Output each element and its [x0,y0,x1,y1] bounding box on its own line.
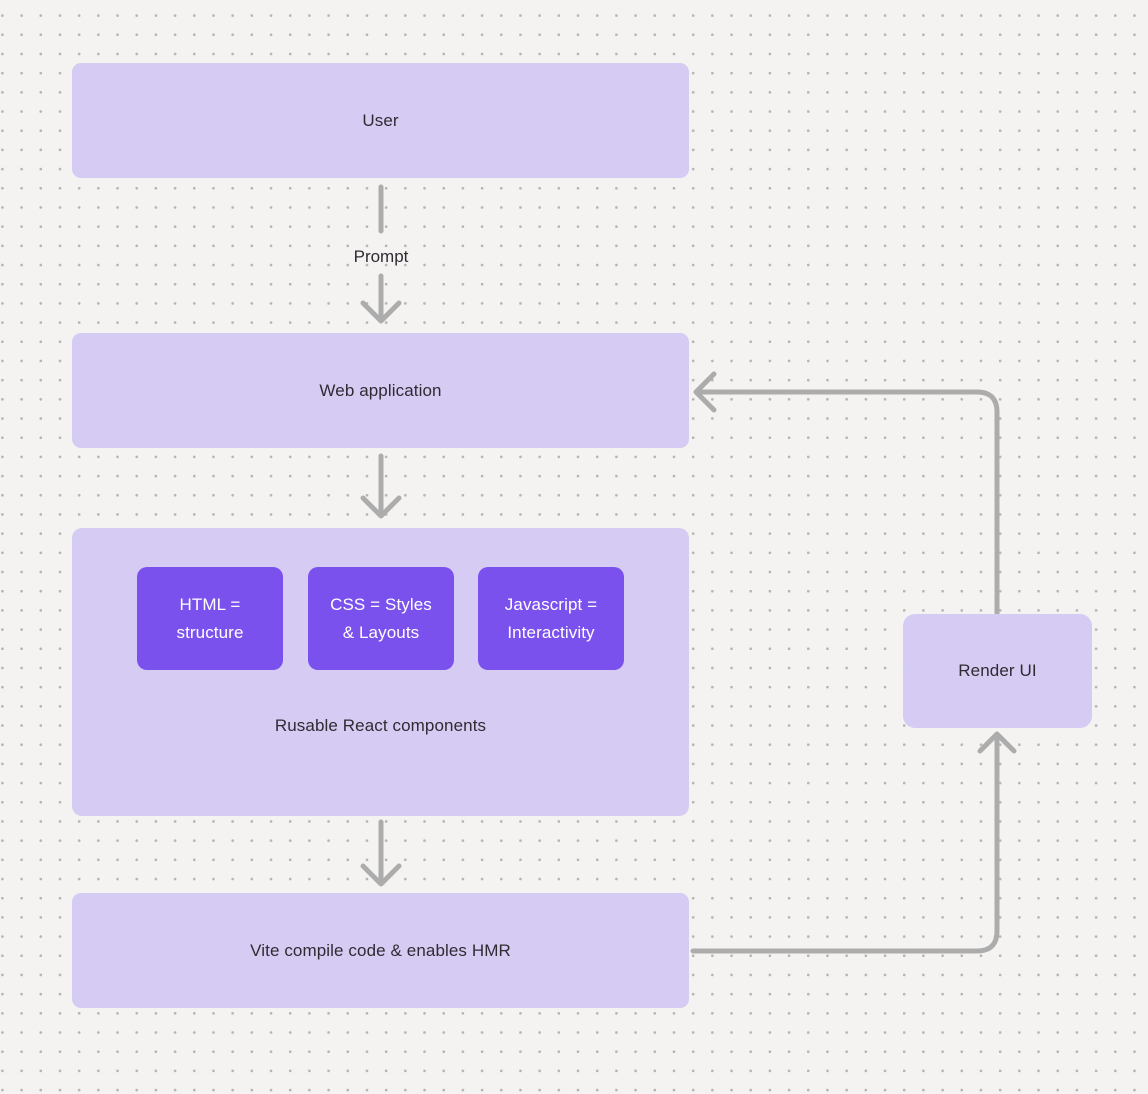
edge-label-prompt: Prompt [353,247,409,266]
node-user: User [72,63,689,178]
node-web-application: Web application [72,333,689,448]
chip-javascript-line2: Interactivity [507,622,595,642]
components-group-caption: Rusable React components [274,716,487,735]
chip-css: CSS = Styles & Layouts [308,567,454,670]
chip-javascript: Javascript = Interactivity [478,567,624,670]
arrowhead-up-vite-to-render [977,731,1017,754]
chip-html: HTML = structure [137,567,283,670]
arrowhead-left-render-to-web [693,371,717,413]
chip-html-line2: structure [176,622,244,642]
chip-css-line1: CSS = Styles [330,594,432,614]
chip-javascript-line1: Javascript = [504,594,598,614]
chip-html-line1: HTML = [179,594,241,614]
node-user-label: User [362,110,399,130]
node-web-application-label: Web application [319,380,442,400]
edge-render-to-web [699,389,1000,617]
node-components-group: HTML = structure CSS = Styles & Layouts … [72,528,689,816]
arrowhead-down-components-to-vite [360,863,402,887]
chip-css-line2: & Layouts [342,622,420,642]
node-render-ui-label: Render UI [958,661,1037,680]
arrowhead-down-web-to-components [360,495,402,519]
arrowhead-down-user-to-web [360,300,402,324]
node-render-ui: Render UI [903,614,1092,728]
node-vite: Vite compile code & enables HMR [72,893,689,1008]
edge-vite-to-render [690,734,1000,954]
node-vite-label: Vite compile code & enables HMR [250,940,511,960]
